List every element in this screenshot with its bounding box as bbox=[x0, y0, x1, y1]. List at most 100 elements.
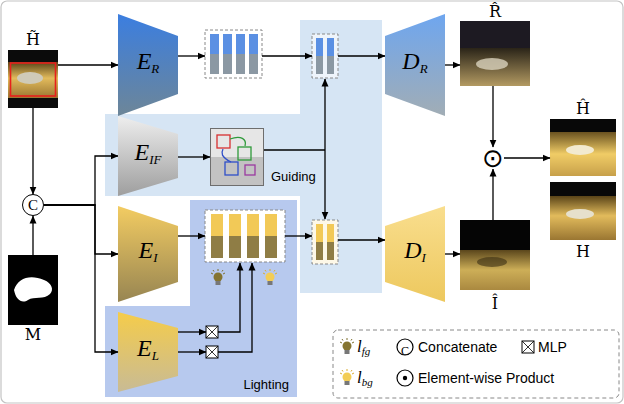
ground-truth-image bbox=[550, 196, 616, 240]
product-symbol bbox=[403, 376, 407, 380]
symbol-letter: C bbox=[401, 345, 409, 357]
guiding-art bbox=[222, 149, 231, 162]
flow-arrow bbox=[178, 55, 205, 56]
output-image bbox=[566, 145, 594, 155]
arrow-connector bbox=[178, 156, 210, 157]
feature-block bbox=[249, 34, 258, 54]
feature-block bbox=[205, 30, 262, 78]
arrow-connector bbox=[32, 216, 33, 255]
node-label: H bbox=[576, 242, 590, 262]
reflectance-image bbox=[460, 21, 530, 86]
node-label: R̂ bbox=[489, 2, 501, 22]
reflectance-image bbox=[460, 48, 530, 86]
node-label: ER bbox=[137, 48, 160, 82]
illumination-image bbox=[460, 220, 530, 290]
guiding-art bbox=[245, 165, 255, 175]
arrow-connector bbox=[492, 169, 493, 220]
arrow-connector bbox=[44, 205, 118, 352]
arrow-connector bbox=[445, 64, 460, 65]
flow-arrow bbox=[218, 263, 252, 352]
feature-block bbox=[316, 242, 323, 260]
mlp-symbol bbox=[206, 346, 218, 358]
arrow-connector bbox=[44, 156, 118, 205]
feature-block bbox=[210, 34, 219, 54]
mlp-symbol bbox=[206, 326, 218, 338]
mlp-symbol bbox=[206, 346, 218, 358]
flow-arrow bbox=[178, 331, 206, 332]
bulb-icon bbox=[345, 350, 350, 354]
feature-block bbox=[205, 210, 285, 262]
legend-entry: MLP bbox=[538, 338, 567, 356]
input-image bbox=[11, 63, 56, 96]
image-panel: H̃ bbox=[8, 30, 58, 108]
feature-block bbox=[205, 210, 285, 262]
block-outline bbox=[385, 206, 445, 302]
mlp-symbol bbox=[522, 341, 534, 353]
node-label: C bbox=[28, 198, 38, 213]
node-label: EL bbox=[137, 335, 159, 369]
feature-block bbox=[236, 54, 245, 74]
output-image bbox=[550, 119, 616, 176]
block-outline bbox=[118, 312, 178, 392]
feature-block bbox=[211, 214, 223, 236]
feature-block bbox=[265, 236, 277, 258]
feature-block bbox=[247, 214, 259, 236]
feature-block bbox=[211, 236, 223, 258]
symbol-letter: C bbox=[401, 341, 409, 359]
legend-entry: lbg bbox=[357, 369, 373, 391]
product-symbol bbox=[397, 370, 413, 386]
arrow-connector bbox=[504, 157, 550, 158]
reflectance-image bbox=[460, 21, 530, 86]
flow-arrow bbox=[178, 56, 385, 352]
mask-image bbox=[14, 277, 52, 301]
arrow-connector bbox=[58, 64, 118, 65]
feature-block bbox=[247, 236, 259, 258]
node-label: EI bbox=[138, 237, 157, 271]
guiding-band bbox=[105, 20, 382, 293]
feature-block bbox=[229, 214, 241, 236]
decoder-block: DI bbox=[385, 206, 445, 302]
feature-block bbox=[316, 56, 323, 74]
mlp-symbol bbox=[206, 326, 218, 358]
guiding-band bbox=[105, 20, 382, 293]
feature-block bbox=[265, 214, 277, 236]
node-label: ⊙ bbox=[482, 147, 504, 169]
input-image bbox=[8, 62, 58, 98]
bulb-icon bbox=[211, 269, 225, 285]
feature-block bbox=[312, 34, 338, 78]
guiding-art bbox=[225, 162, 238, 175]
output-image bbox=[550, 119, 616, 176]
node-label: Lighting bbox=[243, 377, 289, 392]
encoder-block: ER bbox=[118, 14, 178, 116]
block-outline bbox=[118, 206, 178, 302]
node-label: DI bbox=[404, 237, 426, 271]
feature-block bbox=[249, 54, 258, 74]
feature-block bbox=[236, 34, 245, 54]
flow-arrow bbox=[178, 351, 206, 352]
flow-arrow bbox=[285, 235, 312, 236]
image-panel: R̂ bbox=[460, 2, 530, 86]
mlp-symbol bbox=[522, 341, 534, 353]
feature-block bbox=[229, 236, 241, 258]
node-label: Î bbox=[492, 294, 498, 314]
ground-truth-image bbox=[550, 182, 616, 240]
flow-arrow bbox=[218, 263, 240, 332]
input-image bbox=[8, 50, 58, 108]
feature-block bbox=[223, 54, 232, 74]
node-label: DR bbox=[402, 48, 427, 82]
image-panel: Ĥ bbox=[550, 99, 616, 176]
input-image bbox=[8, 50, 58, 108]
flow-arrow bbox=[338, 55, 385, 56]
encoder-block: EIF bbox=[118, 116, 178, 196]
guiding-art bbox=[230, 137, 245, 146]
mlp-symbol bbox=[522, 341, 534, 353]
feature-block bbox=[327, 56, 334, 74]
reflectance-image bbox=[476, 58, 508, 70]
product-operator: ⊙ bbox=[482, 147, 504, 169]
input-image bbox=[17, 72, 43, 84]
decoder-block: DR bbox=[385, 14, 445, 116]
block-outline bbox=[118, 14, 178, 116]
mlp-symbol bbox=[206, 326, 218, 338]
legend-frame bbox=[333, 330, 619, 398]
